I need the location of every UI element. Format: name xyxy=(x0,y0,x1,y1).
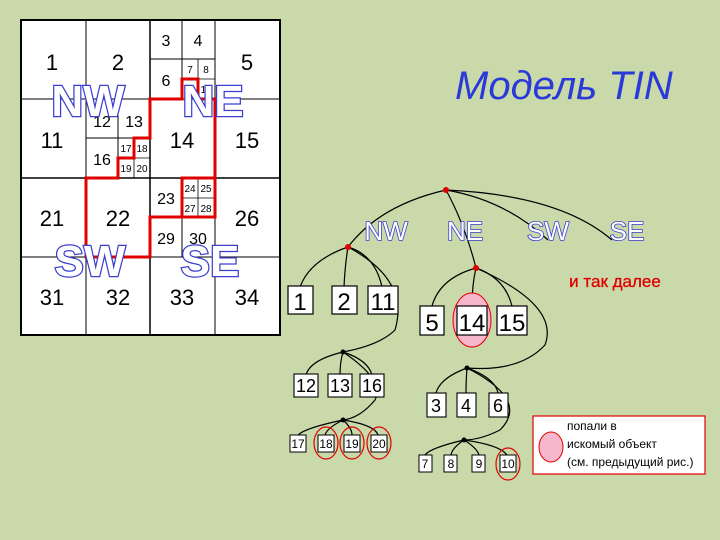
legend-swatch xyxy=(538,431,564,463)
highlight-node-20 xyxy=(366,426,392,460)
quadtree-grid: 1 2 5 11 14 15 21 22 26 31 32 33 34 3 4 … xyxy=(20,19,281,336)
cell-22: 22 xyxy=(106,206,130,231)
highlight-node-19 xyxy=(339,426,365,460)
branch-label-sw: SW xyxy=(527,216,569,246)
branch-label-nw: NW xyxy=(364,216,408,246)
etc-label: и так далее xyxy=(569,272,661,291)
cell-5: 5 xyxy=(241,50,253,75)
branch-label-ne: NE xyxy=(447,216,483,246)
tree-node-16: 16 xyxy=(362,376,382,396)
page-title: Модель TIN xyxy=(455,64,673,108)
cell-33: 33 xyxy=(170,285,194,310)
cell-26: 26 xyxy=(235,206,259,231)
branch-label-se: SE xyxy=(610,216,645,246)
edge-root-sw xyxy=(445,189,549,241)
cell-31: 31 xyxy=(40,285,64,310)
tree-node-8: 8 xyxy=(448,457,455,471)
cell-9: 9 xyxy=(187,85,193,96)
cell-30: 30 xyxy=(189,231,207,248)
tree-node-1: 1 xyxy=(293,289,306,316)
edge-root-se xyxy=(445,189,613,241)
tree-level-2: 12 13 16 3 4 6 xyxy=(293,373,509,418)
tree-node-6: 6 xyxy=(493,396,503,416)
quadrant-label-se: SE xyxy=(181,237,240,286)
tree-node-2: 2 xyxy=(337,289,350,316)
cell-18: 18 xyxy=(136,144,148,155)
legend-line-1: попали в xyxy=(567,419,617,433)
tree-dot-cell-16 xyxy=(340,417,346,423)
cell-21: 21 xyxy=(40,206,64,231)
quadrant-label-ne: NE xyxy=(182,77,243,126)
cell-28: 28 xyxy=(200,204,212,215)
cell-34: 34 xyxy=(235,285,259,310)
tree-node-19: 19 xyxy=(345,437,359,451)
cell-8: 8 xyxy=(203,65,209,76)
tree-node-12: 12 xyxy=(296,376,316,396)
tree-node-20: 20 xyxy=(372,437,386,451)
cell-4: 4 xyxy=(194,33,203,50)
tree-node-4: 4 xyxy=(461,396,471,416)
tree-node-14: 14 xyxy=(459,310,486,337)
highlight-node-18 xyxy=(313,426,339,460)
cell-25: 25 xyxy=(200,184,212,195)
cell-3: 3 xyxy=(162,33,171,50)
tree-node-5: 5 xyxy=(425,310,438,337)
tree-node-18: 18 xyxy=(319,437,333,451)
quadrant-label-nw: NW xyxy=(51,77,125,126)
cell-16: 16 xyxy=(93,152,111,169)
cell-2: 2 xyxy=(112,50,124,75)
tree-node-13: 13 xyxy=(330,376,350,396)
edge-root-ne xyxy=(445,189,477,269)
cell-12: 12 xyxy=(93,114,111,131)
tree-level-1: 1 2 11 5 14 15 xyxy=(287,285,528,337)
cell-20: 20 xyxy=(136,164,148,175)
search-path-cell-24-28 xyxy=(180,176,217,219)
legend: попали в искомый объект (см. предыдущий … xyxy=(532,415,706,475)
cell-11: 11 xyxy=(41,128,64,153)
cell-15: 15 xyxy=(235,128,259,153)
cell-14: 14 xyxy=(170,128,194,153)
cell-10: 10 xyxy=(200,85,212,96)
tree-dot-cell-2 xyxy=(340,349,346,355)
tree-node-7: 7 xyxy=(422,457,429,471)
legend-line-3: (см. предыдущий рис.) xyxy=(567,455,693,469)
tree-node-17: 17 xyxy=(291,437,305,451)
cell-6: 6 xyxy=(162,73,171,90)
cell-17: 17 xyxy=(120,144,132,155)
tree-root-dot xyxy=(443,187,449,193)
tree-node-10: 10 xyxy=(501,457,515,471)
search-path-outline xyxy=(84,77,217,259)
tree-dot-cell-1ne xyxy=(464,365,470,371)
tree-node-9: 9 xyxy=(476,457,483,471)
tree-node-15: 15 xyxy=(499,310,526,337)
quadrant-label-sw: SW xyxy=(55,237,126,286)
tree-dot-nw xyxy=(345,244,351,250)
cell-23: 23 xyxy=(157,191,175,208)
tree-level-3: 17 18 19 20 7 8 9 10 xyxy=(289,434,517,473)
tree-dot-cell-6 xyxy=(461,437,467,443)
cell-13: 13 xyxy=(125,114,143,131)
cell-24: 24 xyxy=(184,184,196,195)
legend-line-2: искомый объект xyxy=(567,437,657,451)
cell-29: 29 xyxy=(157,231,175,248)
cell-19: 19 xyxy=(120,164,132,175)
tree-dot-ne xyxy=(473,265,479,271)
cell-1: 1 xyxy=(46,50,58,75)
cell-27: 27 xyxy=(184,204,196,215)
cell-7: 7 xyxy=(187,65,193,76)
tree-node-11: 11 xyxy=(371,289,396,316)
tree-node-3: 3 xyxy=(431,396,441,416)
edge-root-nw xyxy=(347,189,447,248)
highlight-node-10 xyxy=(495,447,521,481)
cell-32: 32 xyxy=(106,285,130,310)
